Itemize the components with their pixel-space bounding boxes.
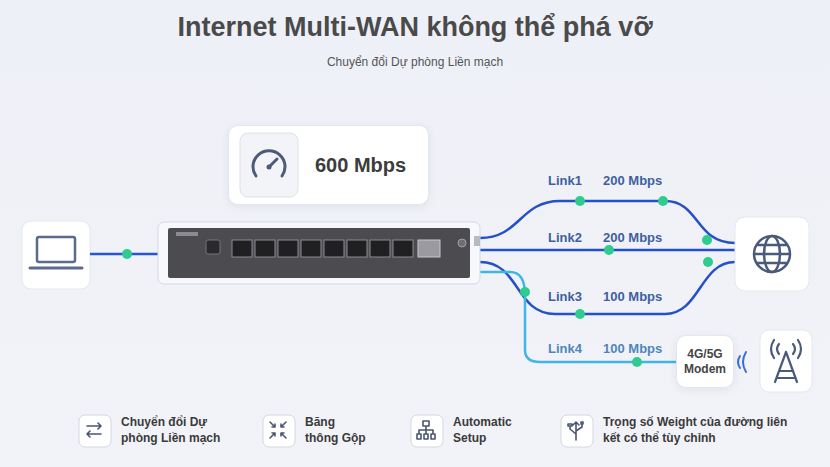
tower-signal	[771, 340, 801, 358]
page-title: Internet Multi-WAN không thể phá vỡ	[0, 12, 830, 43]
feature-item: Trọng số Weight của đường liên kết có th…	[560, 414, 788, 448]
rj45-port	[255, 240, 275, 257]
feature-icon	[78, 414, 112, 448]
feature-glyph	[87, 423, 101, 437]
sfp-port	[418, 240, 440, 257]
rj45-port	[347, 240, 367, 257]
gauge-hub	[267, 165, 272, 170]
feature-item: Chuyển đổi Dự phòng Liền mạch	[78, 414, 231, 448]
feature-label: Băng thông Gộp	[305, 415, 369, 446]
link-name: Link2	[548, 230, 582, 245]
tower-icon	[771, 340, 801, 382]
icon-frame	[240, 133, 298, 197]
side-connector	[474, 236, 480, 246]
router-panel	[168, 228, 470, 278]
icon-frame	[263, 415, 295, 447]
link-speed: 100 Mbps	[603, 341, 662, 356]
icon-frame	[561, 415, 593, 447]
ground-screw	[458, 239, 466, 247]
link-dot	[575, 309, 585, 319]
feature-label: Chuyển đổi Dự phòng Liền mạch	[121, 415, 231, 446]
link-name: Link1	[548, 173, 582, 188]
modem-label: 4G/5G Modem	[681, 347, 729, 377]
feature-glyph	[568, 422, 583, 440]
feature-icon	[410, 414, 444, 448]
wave-arc	[743, 352, 746, 372]
router-logo-mark	[176, 232, 198, 236]
feature-glyph	[270, 422, 286, 438]
wireless-waves	[738, 352, 746, 372]
rj45-port	[278, 240, 298, 257]
rj45-port	[301, 240, 321, 257]
tower-box	[760, 330, 812, 392]
ethernet-ports	[232, 240, 413, 257]
feature-item: Automatic Setup	[410, 414, 528, 448]
rj45-port	[324, 240, 344, 257]
rj45-port	[232, 240, 252, 257]
feature-label: Trọng số Weight của đường liên kết có th…	[603, 415, 788, 446]
link-name: Link3	[548, 289, 582, 304]
globe-icon	[754, 236, 790, 272]
power-jack	[206, 240, 220, 254]
link-name: Link4	[548, 341, 582, 356]
globe-parallels	[754, 245, 790, 263]
link-dot	[604, 245, 614, 255]
laptop-screen	[37, 237, 75, 262]
rj45-port	[370, 240, 390, 257]
laptop-box	[22, 221, 90, 289]
wan-link-line	[480, 262, 735, 314]
tower-frame	[775, 352, 797, 382]
link-dot	[575, 196, 585, 206]
link-dot	[632, 357, 642, 367]
rj45-port	[393, 240, 413, 257]
router-body	[158, 222, 480, 284]
link-dot	[658, 196, 668, 206]
icon-frame	[79, 415, 111, 447]
speed-box: 600 Mbps	[228, 125, 429, 205]
wave-arc	[738, 356, 740, 368]
feature-label: Automatic Setup	[453, 415, 528, 446]
speedometer-icon	[239, 132, 299, 198]
feature-glyph	[417, 421, 435, 439]
feature-item: Băng thông Gộp	[262, 414, 369, 448]
link-dot	[122, 249, 132, 259]
wan-link-line	[480, 272, 676, 362]
modem-box: 4G/5G Modem	[676, 335, 734, 388]
link-dot	[520, 287, 530, 297]
feature-icon	[262, 414, 296, 448]
speed-value: 600 Mbps	[315, 154, 406, 177]
feature-icon	[560, 414, 594, 448]
link-speed: 200 Mbps	[603, 230, 662, 245]
gauge-arc	[253, 151, 285, 176]
globe-outline	[754, 236, 790, 272]
link-dot	[703, 257, 713, 267]
link-speed: 100 Mbps	[603, 289, 662, 304]
icon-frame	[411, 415, 443, 447]
link-dot	[702, 235, 712, 245]
subtitle: Chuyển đổi Dự phòng Liền mạch	[0, 55, 830, 69]
link-speed: 200 Mbps	[603, 173, 662, 188]
laptop-base	[30, 267, 82, 270]
internet-box	[735, 217, 809, 291]
